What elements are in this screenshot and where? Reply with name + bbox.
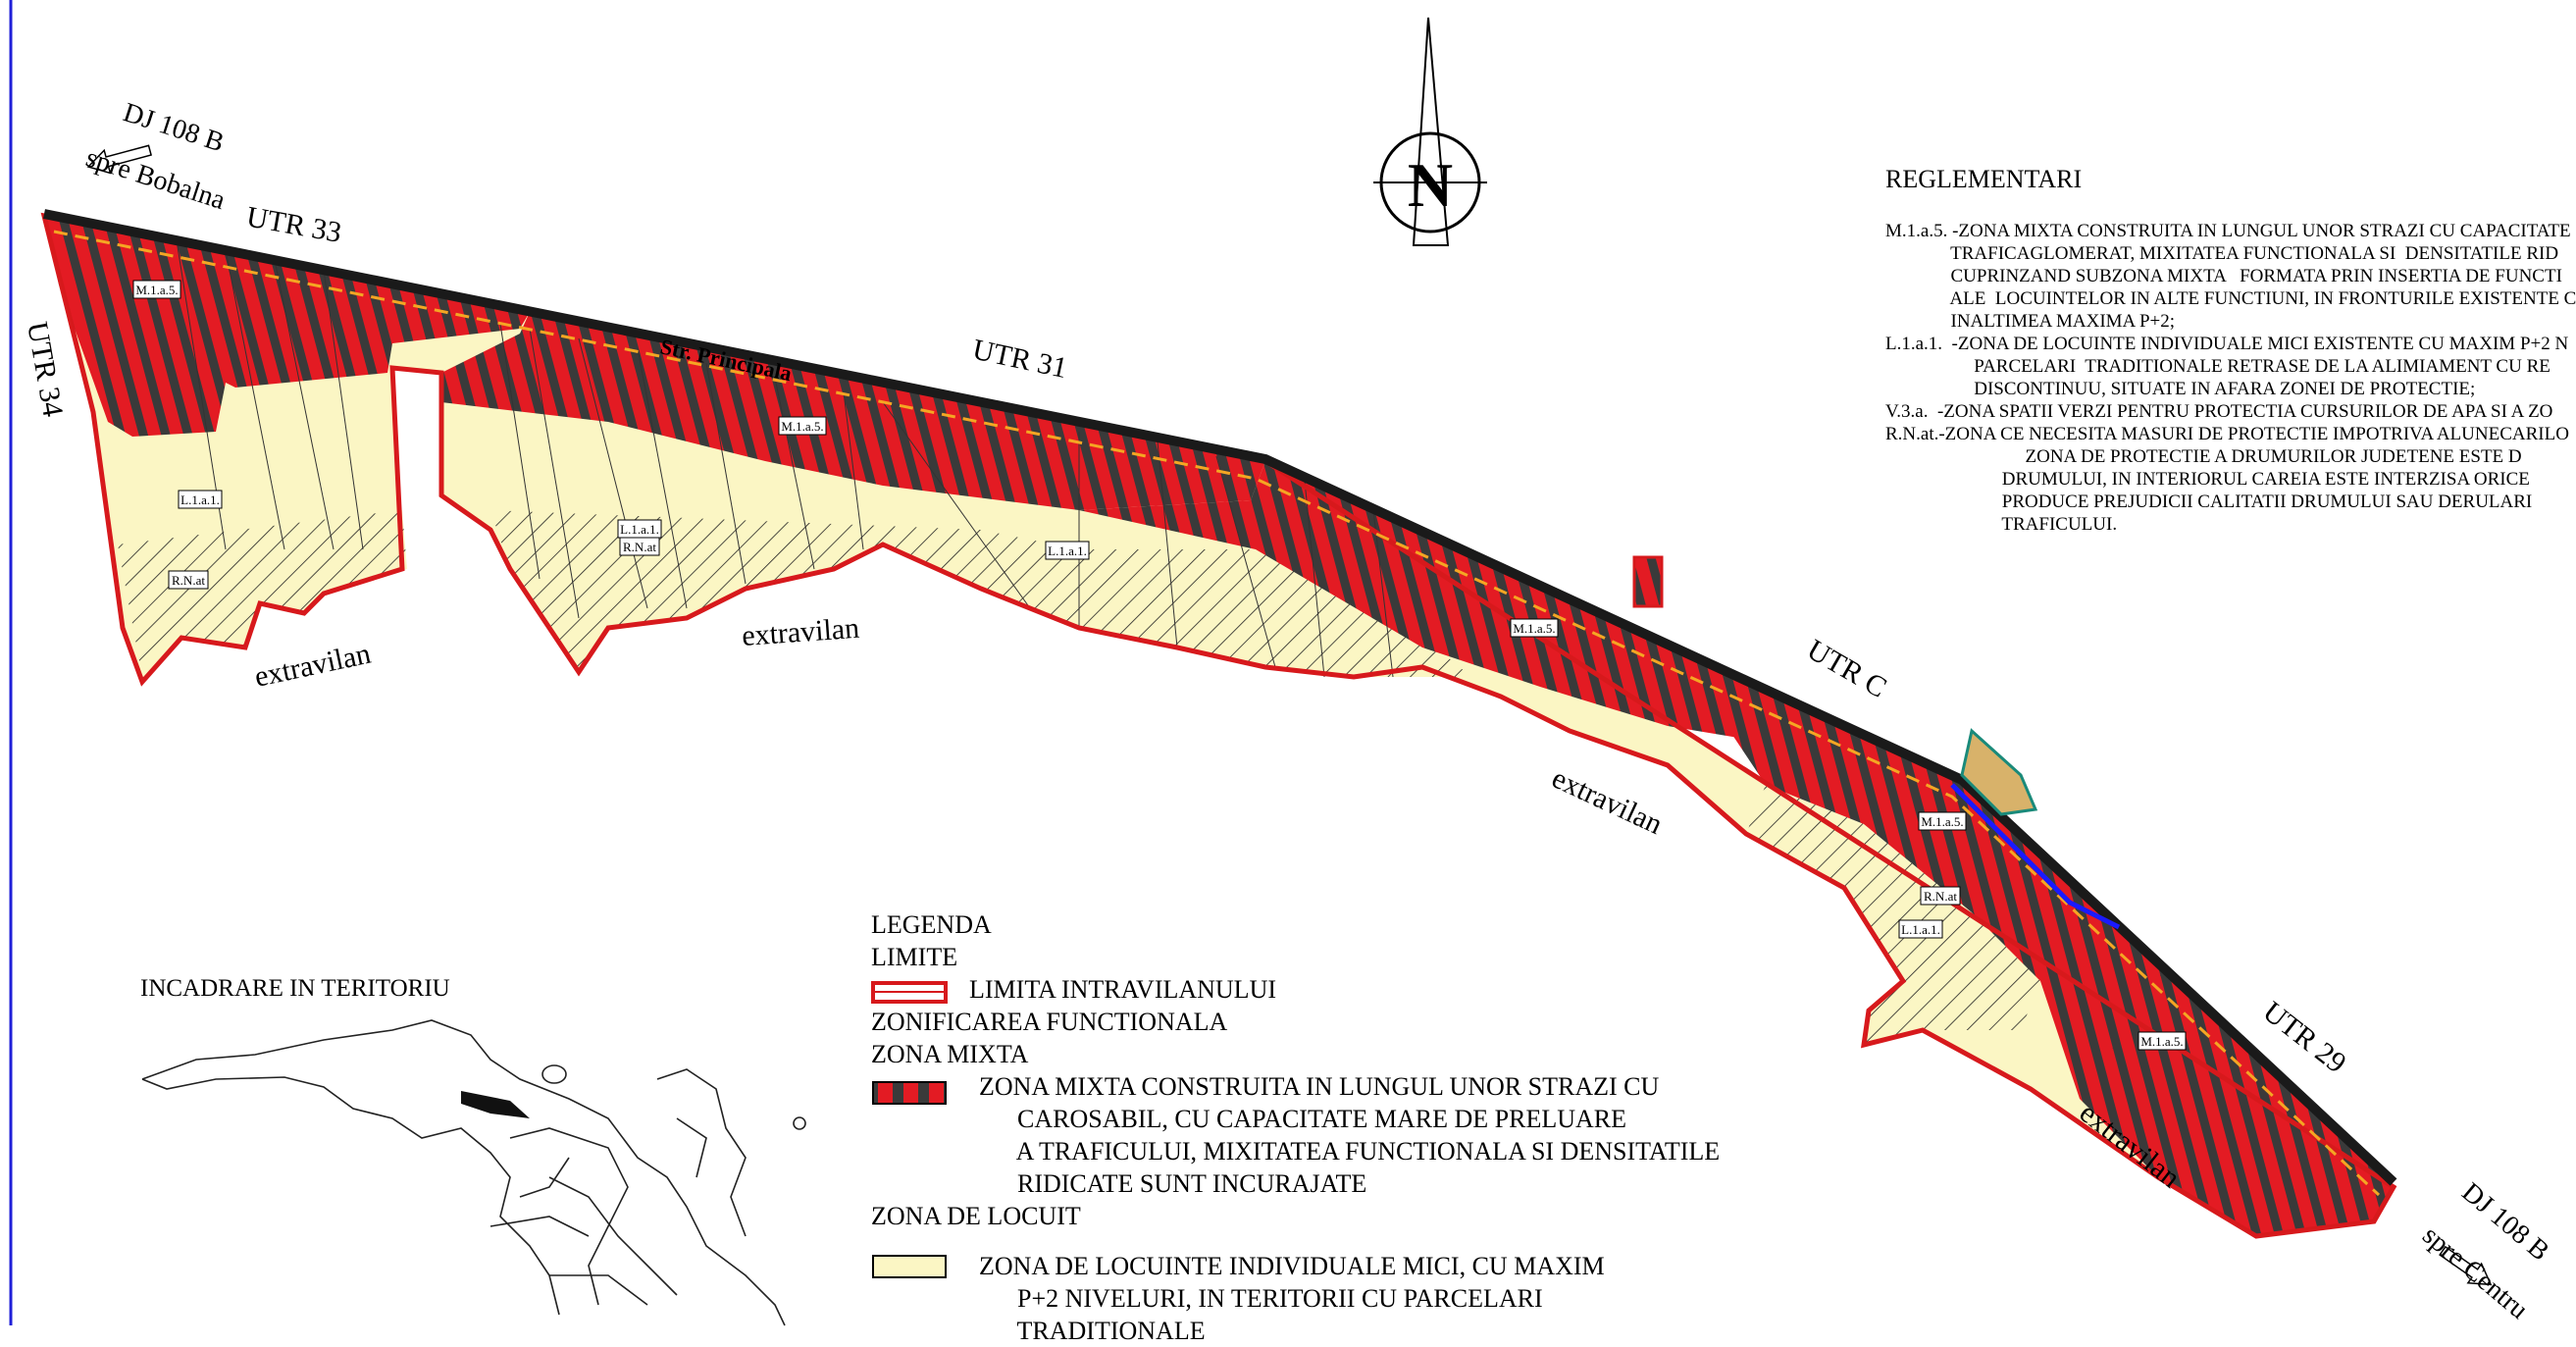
zone-tag-risk-2: R.N.at (619, 537, 660, 556)
road-dj108b (43, 209, 2397, 1186)
svg-text:M.1.a.5.: M.1.a.5. (1513, 621, 1555, 636)
risk-zone-center (490, 510, 1471, 677)
zone-tag-risk-3: R.N.at (1920, 886, 1961, 906)
zone-tag-residential-4: L.1.a.1. (1898, 919, 1943, 939)
svg-text:R.N.at: R.N.at (1924, 889, 1957, 904)
svg-text:L.1.a.1.: L.1.a.1. (1048, 544, 1087, 558)
parcel-lines (176, 239, 1394, 678)
legend-mixed-line: ZONA MIXTA CONSTRUITA IN LUNGUL UNOR STR… (979, 1072, 1660, 1101)
north-arrow: N (1373, 17, 1487, 246)
mixed-zone-strip-2 (441, 312, 1265, 510)
zone-tag-mixed-4: M.1.a.5. (1918, 811, 1967, 831)
intravilan-boundary (40, 212, 2397, 1239)
zone-tag-mixed-1: M.1.a.5. (132, 280, 181, 299)
mixed-zone-strip-4 (1726, 726, 2394, 1236)
residential-zone (44, 216, 2394, 1236)
regulations-line: TRAFICAGLOMERAT, MIXITATEA FUNCTIONALA S… (1885, 243, 2559, 264)
svg-text:M.1.a.5.: M.1.a.5. (1921, 814, 1963, 829)
utr-label-34: UTR 34 (21, 319, 69, 419)
legend-symbol-mixed (872, 1081, 947, 1105)
zone-tag-residential-1: L.1.a.1. (178, 490, 223, 509)
regulations-line: DISCONTINUU, SITUATE IN AFARA ZONEI DE P… (1885, 379, 2476, 399)
regulations-line: PARCELARI TRADITIONALE RETRASE DE LA ALI… (1885, 356, 2550, 377)
road-arrow-left (86, 144, 152, 175)
legend-mixed-title: ZONA MIXTA (871, 1040, 1029, 1068)
zone-tag-residential-3: L.1.a.1. (1045, 541, 1090, 560)
legend-mixed-line: CAROSABIL, CU CAPACITATE MARE DE PRELUAR… (979, 1105, 1627, 1133)
regulations-line: R.N.at.-ZONA CE NECESITA MASURI DE PROTE… (1885, 424, 2569, 444)
road-arrow-right (2439, 1245, 2493, 1286)
legend-residential-line: TRADITIONALE (979, 1317, 1206, 1345)
regulations-line: ZONA DE PROTECTIE A DRUMURILOR JUDETENE … (1885, 446, 2522, 467)
regulations-panel: REGLEMENTARI M.1.a.5. -ZONA MIXTA CONSTR… (1885, 165, 2576, 536)
svg-text:L.1.a.1.: L.1.a.1. (180, 492, 220, 507)
regulations-line: TRAFICULUI. (1885, 514, 2118, 535)
legend-residential-line: P+2 NIVELURI, IN TERITORII CU PARCELARI (979, 1284, 1543, 1313)
regulations-line: INALTIMEA MAXIMA P+2; (1885, 311, 2176, 332)
structure-1 (1632, 555, 1664, 608)
zone-tag-residential-2: L.1.a.1. (617, 519, 662, 539)
legend-residential-line: ZONA DE LOCUINTE INDIVIDUALE MICI, CU MA… (979, 1252, 1605, 1280)
legend-panel: LEGENDA LIMITE LIMITA INTRAVILANULUI ZON… (871, 908, 1720, 1347)
inset-highlight (461, 1091, 530, 1118)
legend-residential-title: ZONA DE LOCUIT (871, 1202, 1081, 1230)
regulations-line: CUPRINZAND SUBZONA MIXTA FORMATA PRIN IN… (1885, 266, 2562, 286)
legend-zoning-title: ZONIFICAREA FUNCTIONALA (871, 1008, 1228, 1036)
extravilan-label-2: extravilan (741, 612, 860, 652)
urban-plan-map: DJ 108 B spre Bobalna DJ 108 B spre Cent… (9, 0, 2554, 1326)
legend-limit-item: LIMITA INTRAVILANULUI (969, 975, 1277, 1004)
north-letter: N (1408, 150, 1453, 220)
legend-symbol-residential (872, 1255, 947, 1278)
inset-map (141, 1019, 806, 1326)
structure-2 (1960, 728, 2038, 816)
svg-text:L.1.a.1.: L.1.a.1. (620, 522, 659, 537)
zone-tag-mixed-3: M.1.a.5. (1510, 618, 1559, 638)
inset-title: INCADRARE IN TERITORIU (140, 975, 450, 1002)
regulations-line: V.3.a. -ZONA SPATII VERZI PENTRU PROTECT… (1885, 401, 2553, 422)
svg-text:R.N.at: R.N.at (172, 573, 205, 588)
road-centerline (53, 230, 2381, 1197)
regulations-line: ALE LOCUINTELOR IN ALTE FUNCTIUNI, IN FR… (1885, 288, 2576, 309)
regulations-line: PRODUCE PREJUDICII CALITATII DRUMULUI SA… (1885, 492, 2533, 512)
utr-label-33: UTR 33 (244, 200, 344, 248)
zone-tag-risk-1: R.N.at (168, 570, 209, 590)
legend-mixed-line: A TRAFICULUI, MIXITATEA FUNCTIONALA SI D… (979, 1137, 1721, 1166)
risk-zone-right (1746, 785, 2040, 1045)
regulations-line: DRUMULUI, IN INTERIORUL CAREIA ESTE INTE… (1885, 469, 2530, 490)
zone-tag-mixed-5: M.1.a.5. (2138, 1031, 2187, 1051)
svg-text:M.1.a.5.: M.1.a.5. (135, 283, 178, 297)
utr-label-c: UTR C (1802, 633, 1892, 703)
utr-label-31: UTR 31 (970, 334, 1070, 386)
water-course (1950, 783, 2121, 930)
svg-text:R.N.at: R.N.at (623, 540, 656, 554)
extravilan-label-3: extravilan (1547, 761, 1668, 841)
extravilan-label-1: extravilan (252, 638, 374, 694)
regulations-line: M.1.a.5. -ZONA MIXTA CONSTRUITA IN LUNGU… (1885, 221, 2571, 241)
regulations-title: REGLEMENTARI (1885, 165, 2083, 193)
svg-text:L.1.a.1.: L.1.a.1. (1901, 922, 1940, 937)
risk-zone-mid (1001, 549, 1471, 648)
mixed-zone-strip-1 (44, 216, 530, 437)
svg-text:M.1.a.5.: M.1.a.5. (781, 419, 823, 434)
zone-tag-mixed-2: M.1.a.5. (778, 416, 827, 436)
risk-zone-left (118, 510, 407, 677)
legend-mixed-line: RIDICATE SUNT INCURAJATE (979, 1169, 1367, 1198)
regulations-line: L.1.a.1. -ZONA DE LOCUINTE INDIVIDUALE M… (1885, 334, 2569, 354)
legend-title: LEGENDA (871, 910, 992, 939)
svg-text:M.1.a.5.: M.1.a.5. (2140, 1034, 2183, 1049)
legend-limits-title: LIMITE (871, 943, 958, 971)
